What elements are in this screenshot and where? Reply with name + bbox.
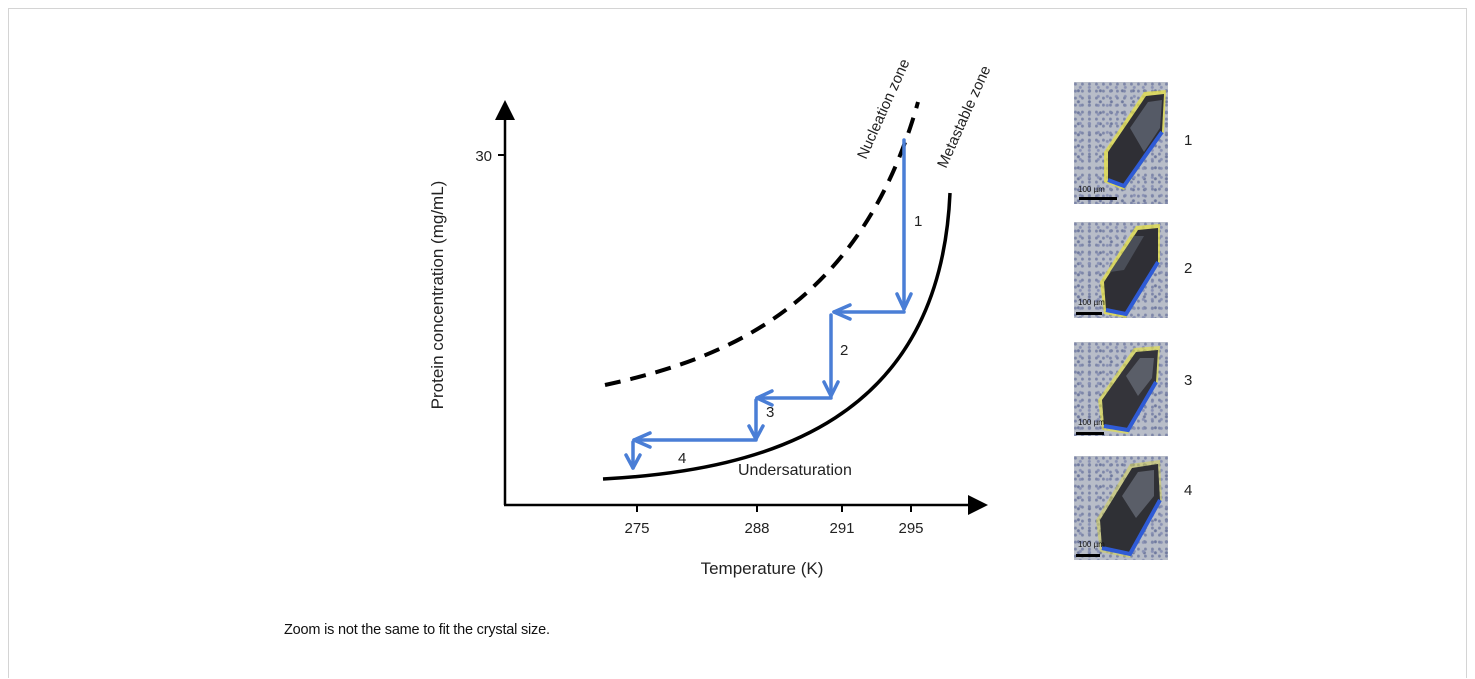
crystal-image-3: 100 µm (1074, 342, 1168, 436)
scale-bar (1076, 312, 1102, 315)
step-label-3: 3 (766, 404, 774, 421)
solubility-curve (602, 192, 952, 481)
step-2-3-arrowhead (755, 389, 774, 407)
crystal-image-1: 100 µm (1074, 82, 1168, 204)
x-tick-label-291: 291 (829, 520, 854, 537)
step-3-4-arrowhead (632, 431, 652, 449)
metastable-zone-label: Metastable zone (934, 63, 994, 170)
x-tick-label-288: 288 (744, 520, 769, 537)
crystal-shape-icon (1100, 224, 1160, 318)
figure-frame (8, 8, 1467, 678)
figure-caption: Zoom is not the same to fit the crystal … (284, 622, 550, 638)
crystal-number-1: 1 (1184, 132, 1193, 149)
crystal-number-3: 3 (1184, 372, 1193, 389)
scale-bar (1076, 432, 1104, 435)
step-label-2: 2 (840, 342, 848, 359)
x-tick-label-295: 295 (898, 520, 923, 537)
crystal-shape-icon (1098, 346, 1160, 434)
crystal-shape-icon (1104, 90, 1166, 190)
crystal-image-4: 100 µm (1074, 456, 1168, 560)
step-4-arrowhead (624, 453, 642, 470)
crystal-number-4: 4 (1184, 482, 1193, 499)
nucleation-curve-dashed (604, 101, 920, 387)
scale-bar (1079, 197, 1117, 200)
cooling-path (624, 138, 913, 470)
scale-bar-label: 100 µm (1078, 298, 1105, 307)
scale-bar-label: 100 µm (1078, 540, 1105, 549)
y-tick-label: 30 (475, 148, 492, 165)
step-1-arrowhead (895, 292, 913, 311)
crystal-shape-icon (1096, 460, 1162, 558)
x-tick-label-275: 275 (624, 520, 649, 537)
y-axis-label: Protein concentration (mg/mL) (428, 181, 447, 410)
step-1-2-arrowhead (832, 303, 852, 321)
scale-bar-label: 100 µm (1078, 185, 1105, 194)
undersaturation-label: Undersaturation (738, 462, 852, 479)
step-label-1: 1 (914, 213, 922, 230)
crystal-image-2: 100 µm (1074, 222, 1168, 318)
step-label-4: 4 (678, 450, 686, 467)
step-2-arrowhead (822, 380, 840, 398)
crystal-number-2: 2 (1184, 260, 1193, 277)
scale-bar (1076, 554, 1100, 557)
x-axis-label: Temperature (K) (701, 559, 824, 578)
scale-bar-label: 100 µm (1078, 418, 1105, 427)
